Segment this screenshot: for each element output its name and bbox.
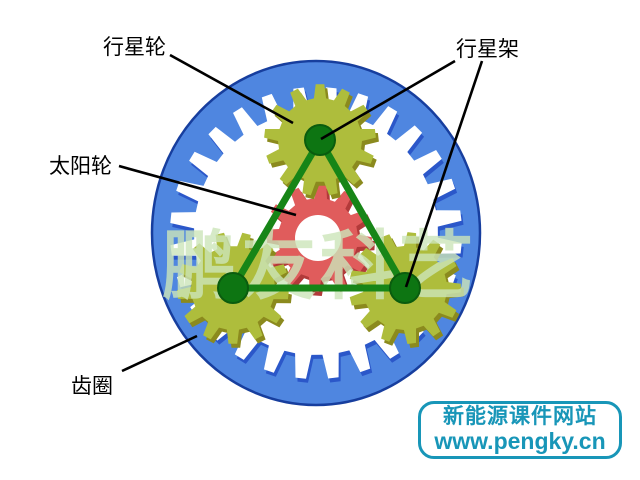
sun-gear-label: 太阳轮 xyxy=(49,155,112,178)
site-badge-url: www.pengky.cn xyxy=(434,427,606,454)
site-badge: 新能源课件网站 www.pengky.cn xyxy=(418,401,622,459)
leader-carrier-top-pin xyxy=(320,59,456,141)
carrier-arm xyxy=(316,138,409,290)
planet-gear-label: 行星轮 xyxy=(103,36,166,59)
leader-ring-gear xyxy=(121,334,198,373)
site-badge-name: 新能源课件网站 xyxy=(443,405,597,429)
leader-sun-gear xyxy=(118,164,297,217)
leader-lines xyxy=(118,53,484,373)
sun-gear-bore xyxy=(295,215,341,261)
center-watermark-text: 鹏友科艺 xyxy=(162,224,478,308)
carrier-pin xyxy=(217,272,249,304)
carrier-arm xyxy=(229,138,324,290)
planet-carrier xyxy=(217,124,421,304)
planet-carrier-label: 行星架 xyxy=(456,38,519,61)
leader-planet-gear xyxy=(169,53,294,125)
ring-gear-label: 齿圈 xyxy=(71,375,113,398)
leader-carrier-right-pin xyxy=(404,60,484,288)
carrier-pin xyxy=(389,272,421,304)
carrier-pin xyxy=(304,124,336,156)
